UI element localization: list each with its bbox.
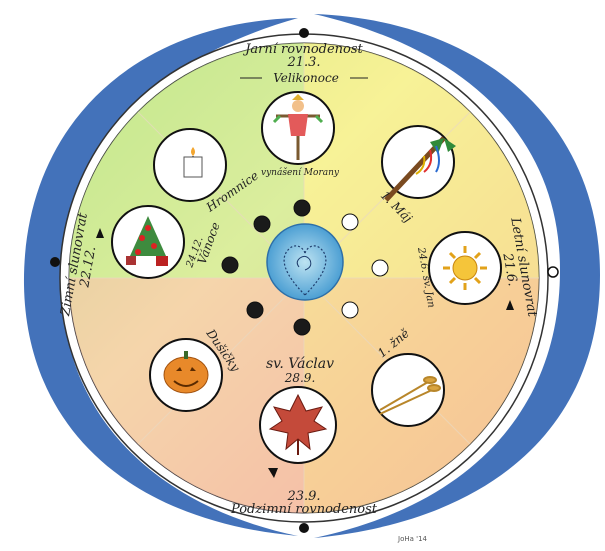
vaclav-date: 28.9. bbox=[284, 371, 316, 385]
winter-marker bbox=[50, 257, 60, 267]
summer-marker bbox=[548, 267, 558, 277]
spring-date: 21.3. bbox=[286, 55, 320, 70]
festival-vaclav bbox=[260, 387, 336, 463]
center-circle bbox=[267, 224, 343, 300]
festival-vanoce bbox=[112, 206, 184, 278]
autumn-label: Podzimní rovnodenost bbox=[230, 502, 378, 517]
spring-marker bbox=[299, 28, 309, 38]
vynaseni-label: vynášení Morany bbox=[261, 167, 340, 178]
festival-dusicky bbox=[150, 339, 222, 411]
velikonoce-label: Velikonoce bbox=[273, 71, 339, 85]
artist-signature: JoHa '14 bbox=[398, 535, 427, 543]
autumn-marker bbox=[299, 523, 309, 533]
festival-svatojan bbox=[429, 232, 501, 304]
vaclav-label: sv. Václav bbox=[266, 356, 334, 372]
festival-velikonoce bbox=[262, 92, 334, 164]
festival-zne bbox=[372, 354, 444, 426]
festival-hromnice bbox=[154, 129, 226, 201]
